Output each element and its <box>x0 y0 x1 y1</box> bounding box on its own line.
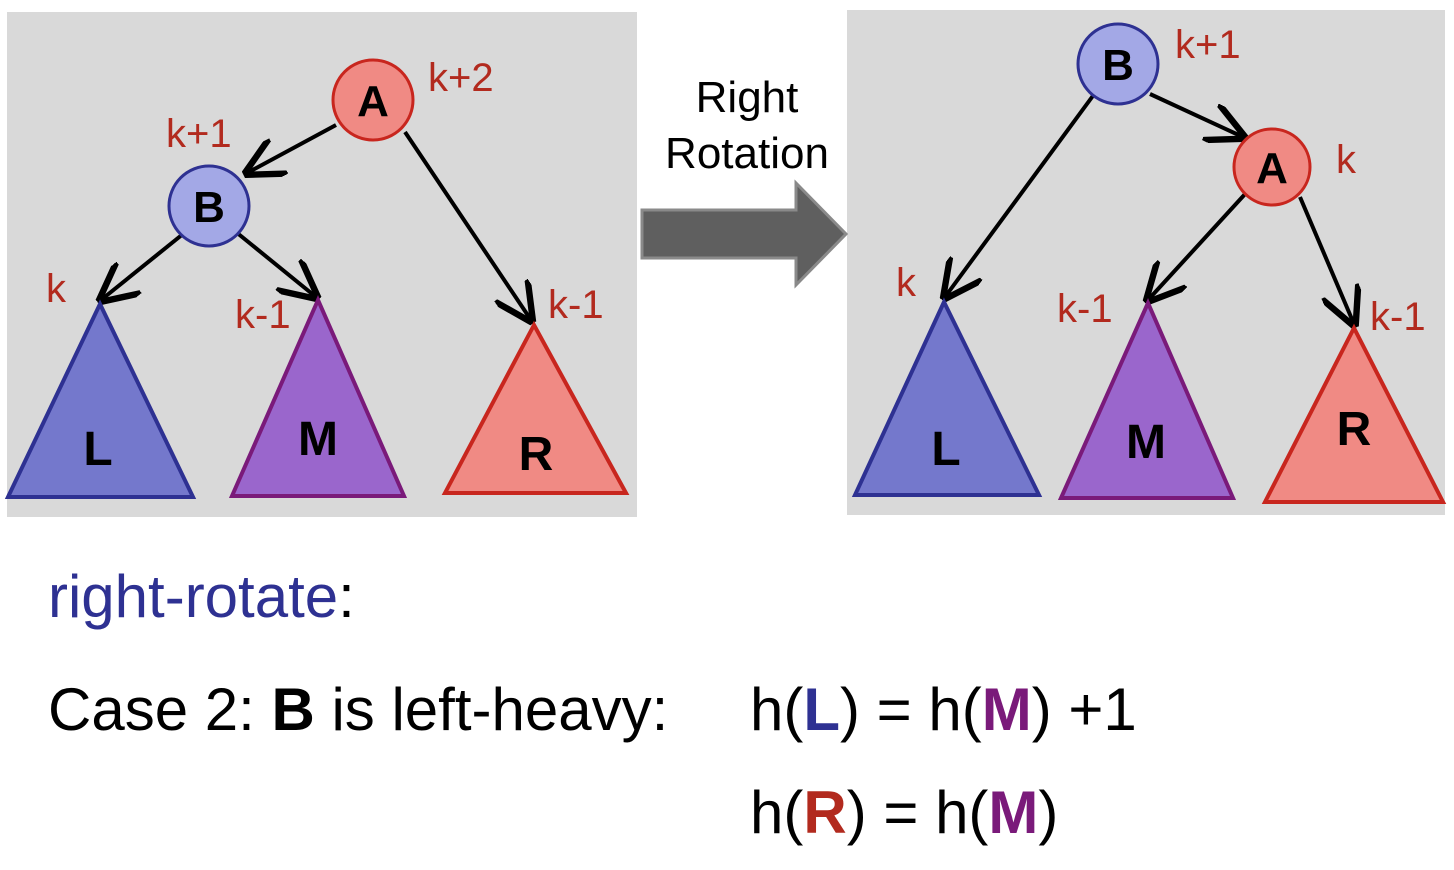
eq1-part2: ) = h( <box>840 676 982 743</box>
subtree-r-label-after: R <box>1337 403 1372 456</box>
edge-a-to-m-after <box>1148 191 1248 300</box>
subtree-r-triangle-after <box>1261 323 1447 504</box>
case-description: Case 2: B is left-heavy: <box>48 675 668 744</box>
subtree-r-label: R <box>519 428 554 481</box>
subtree-m-label: M <box>298 413 338 466</box>
node-a-circle-after <box>1232 127 1312 207</box>
height-equation-2: h(R) = h(M) <box>750 778 1058 847</box>
height-label-l: k <box>46 267 67 311</box>
height-label-r-after: k-1 <box>1370 295 1426 339</box>
edge-b-to-m <box>234 230 316 297</box>
subtree-m-label-after: M <box>1126 416 1166 469</box>
edge-b-to-l <box>101 232 185 300</box>
subtree-l-triangle-after <box>851 297 1043 497</box>
eq1-var-l: L <box>803 676 841 743</box>
eq2-part1: h( <box>750 779 804 846</box>
height-label-r: k-1 <box>548 283 604 327</box>
node-a-circle <box>331 58 415 142</box>
eq2-part3: ) <box>1038 779 1059 846</box>
eq1-part3: ) +1 <box>1031 676 1137 743</box>
edge-a-to-r <box>403 130 531 320</box>
height-label-m-after: k-1 <box>1057 287 1113 331</box>
subtree-r-triangle <box>441 320 630 495</box>
height-label-b: k+1 <box>166 112 232 156</box>
right-rotation-arrow <box>640 179 849 289</box>
subtree-l-label: L <box>83 423 112 476</box>
height-label-b-after: k+1 <box>1175 23 1241 67</box>
eq2-var-m: M <box>988 779 1039 846</box>
edge-b-to-a-after <box>1149 92 1243 137</box>
subtree-m-triangle <box>228 295 408 498</box>
rotation-caption-line2: Rotation <box>665 129 829 178</box>
case-prefix: Case 2: <box>48 676 272 743</box>
node-a-label: A <box>357 77 389 126</box>
node-b-label-after: B <box>1102 41 1134 90</box>
height-label-l-after: k <box>896 261 917 305</box>
case-suffix: is left-heavy: <box>314 676 669 743</box>
node-b-label: B <box>193 183 225 232</box>
rotation-caption: Right Rotation <box>640 70 854 182</box>
operation-name: right-rotate <box>48 563 339 630</box>
edge-b-to-l-after <box>945 91 1097 297</box>
node-a-label-after: A <box>1256 144 1288 193</box>
eq1-part1: h( <box>750 676 804 743</box>
after-tree: L M R B A k+1 k k k-1 k-1 <box>851 22 1447 504</box>
eq2-var-r: R <box>803 779 847 846</box>
eq2-part2: ) = h( <box>846 779 989 846</box>
before-tree: L M R A B k+2 k+1 k k-1 k-1 <box>4 56 630 499</box>
height-label-a-after: k <box>1336 138 1357 182</box>
height-label-m: k-1 <box>235 293 291 337</box>
operation-title: right-rotate: <box>48 562 355 631</box>
node-b-circle-after <box>1076 22 1160 106</box>
eq1-var-m: M <box>981 676 1032 743</box>
case-node: B <box>271 676 315 743</box>
subtree-l-triangle <box>4 299 197 499</box>
edge-a-to-r-after <box>1298 196 1354 324</box>
height-label-a: k+2 <box>428 56 494 100</box>
rotation-caption-line1: Right <box>695 73 799 122</box>
subtree-l-label-after: L <box>931 423 960 476</box>
edge-a-to-b <box>247 123 337 173</box>
subtree-m-triangle-after <box>1057 298 1237 500</box>
operation-colon: : <box>338 563 355 630</box>
node-b-circle <box>167 164 251 248</box>
height-equation-1: h(L) = h(M) +1 <box>750 675 1137 744</box>
